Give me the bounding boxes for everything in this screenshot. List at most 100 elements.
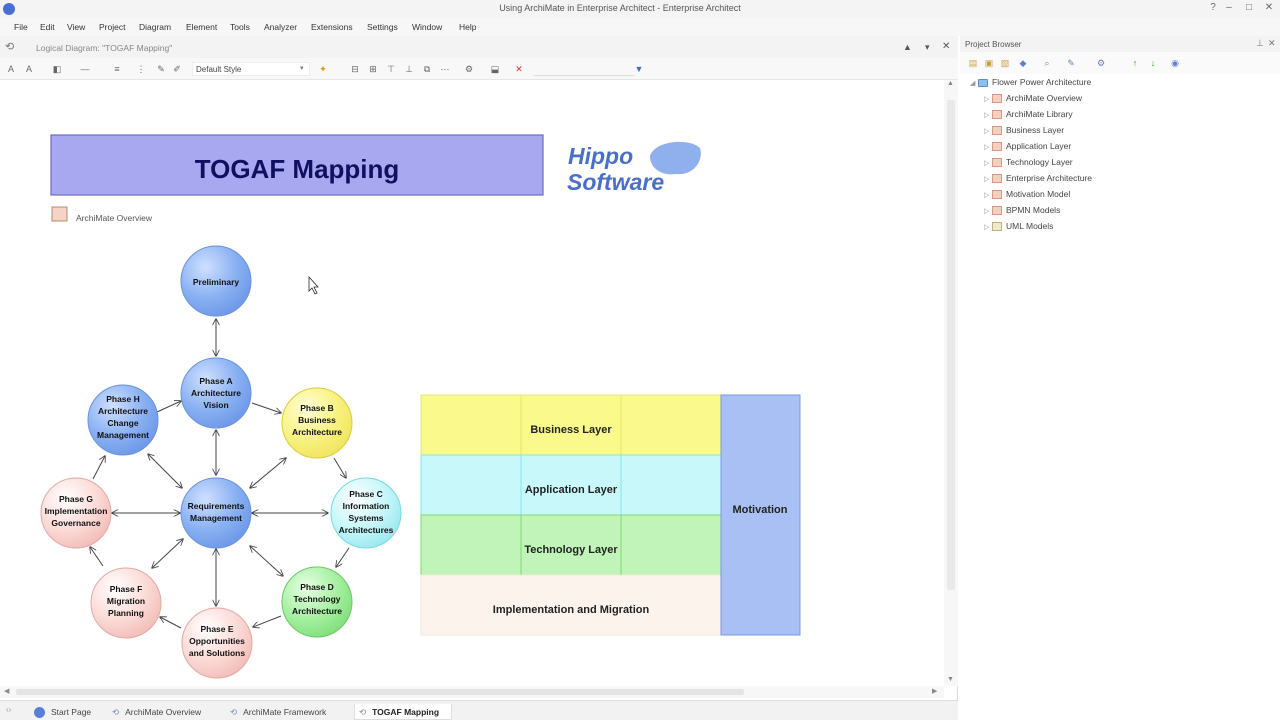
phase-a[interactable]: Phase A Architecture Vision [180, 357, 252, 429]
expand-icon[interactable]: ▷ [984, 224, 990, 231]
tree-item-enterprise-architecture[interactable]: ▷Enterprise Architecture [970, 170, 1270, 186]
tab-togaf-mapping[interactable]: ⟲TOGAF Mapping [354, 704, 452, 720]
help-icon[interactable]: ◉ [1171, 58, 1179, 68]
requirements-management[interactable]: Requirements Management [180, 477, 252, 549]
implementation-layer[interactable]: Implementation and Migration [420, 574, 722, 636]
tree-item-bpmn-models[interactable]: ▷BPMN Models [970, 202, 1270, 218]
new-model-icon[interactable]: ▤ [968, 58, 978, 68]
tree-item-archimate-library[interactable]: ▷ArchiMate Library [970, 106, 1270, 122]
style-select[interactable]: Default Style ▾ [192, 62, 310, 76]
phase-h[interactable]: Phase H Architecture Change Management [87, 384, 159, 456]
new-diagram-icon[interactable]: ▧ [1000, 58, 1010, 68]
phase-b[interactable]: Phase B Business Architecture [281, 387, 353, 459]
diagram-link-icon[interactable] [51, 206, 68, 222]
expand-icon[interactable]: ▷ [984, 112, 990, 119]
tree-item-motivation-model[interactable]: ▷Motivation Model [970, 186, 1270, 202]
menu-analyzer[interactable]: Analyzer [264, 22, 298, 32]
scroll-down-icon[interactable]: ▼ [947, 676, 954, 683]
expand-icon[interactable]: ▷ [984, 144, 990, 151]
layout-options-icon[interactable]: ⬓ [490, 64, 500, 74]
scroll-left-icon[interactable]: ◀ [4, 688, 10, 695]
phase-d[interactable]: Phase D Technology Architecture [281, 566, 353, 638]
move-up-icon[interactable]: ↑ [1132, 58, 1138, 68]
align-center-icon[interactable]: ⊞ [369, 64, 377, 74]
close-diagram-icon[interactable]: ✕ [942, 41, 951, 52]
options-icon[interactable]: ⚙ [1096, 58, 1106, 68]
menu-extensions[interactable]: Extensions [311, 22, 353, 32]
font-icon[interactable]: A [7, 64, 14, 74]
maximize-button[interactable]: □ [1245, 2, 1253, 13]
diagram-link-label[interactable]: ArchiMate Overview [76, 213, 153, 223]
phase-c[interactable]: Phase C Information Systems Architecture… [330, 477, 402, 549]
banner-box[interactable] [50, 134, 544, 196]
phase-e[interactable]: Phase E Opportunities and Solutions [181, 607, 253, 679]
menu-help[interactable]: Help [459, 22, 477, 32]
tree-item-archimate-overview[interactable]: ▷ArchiMate Overview [970, 90, 1270, 106]
line-color-icon[interactable]: — [80, 64, 90, 74]
scroll-right-icon[interactable]: ▶ [932, 688, 938, 695]
tab-archimate-framework[interactable]: ⟲ArchiMate Framework [230, 704, 348, 720]
move-down-icon[interactable]: ↓ [1150, 58, 1156, 68]
vertical-scrollbar[interactable]: ▲ ▼ [944, 80, 958, 686]
new-package-icon[interactable]: ▣ [984, 58, 994, 68]
help-icon[interactable]: ? [1210, 2, 1216, 13]
horizontal-scroll-thumb[interactable] [16, 689, 744, 695]
menu-project[interactable]: Project [99, 22, 126, 32]
align-top-icon[interactable]: ⊤ [387, 64, 395, 74]
technology-layer[interactable]: Technology Layer [420, 514, 722, 576]
layout-icon[interactable]: ⚙ [464, 64, 474, 74]
line-width-icon[interactable]: ≡ [114, 64, 120, 74]
line-style-icon[interactable]: ⋮ [136, 64, 146, 74]
align-bottom-icon[interactable]: ⊥ [405, 64, 413, 74]
scroll-up-icon[interactable]: ▲ [947, 80, 954, 87]
align-left-icon[interactable]: ⊟ [351, 64, 359, 74]
highlight-icon[interactable]: ✦ [319, 64, 327, 74]
eyedropper-icon[interactable]: ✐ [173, 64, 181, 74]
expand-icon[interactable]: ▷ [984, 160, 990, 167]
filter-icon[interactable]: ▼ [634, 64, 644, 74]
close-browser-icon[interactable]: ✕ [1268, 38, 1276, 48]
find-icon[interactable]: ⌕ [1044, 58, 1050, 68]
collapse-icon[interactable]: ◢ [970, 80, 976, 87]
dropdown-icon[interactable]: ▾ [925, 42, 930, 52]
space-evenly-icon[interactable]: ⋯ [440, 64, 450, 74]
menu-diagram[interactable]: Diagram [139, 22, 172, 32]
tree-item-business-layer[interactable]: ▷Business Layer [970, 122, 1270, 138]
pin-icon[interactable]: ⊥ [1256, 38, 1264, 48]
menu-settings[interactable]: Settings [367, 22, 398, 32]
tab-start-page[interactable]: Start Page [34, 704, 106, 720]
tab-scroll-icon[interactable]: ‹› [6, 705, 12, 714]
motivation-layer[interactable]: Motivation [720, 394, 801, 636]
tree-item-uml-models[interactable]: ▷UML Models [970, 218, 1270, 234]
menu-edit[interactable]: Edit [40, 22, 55, 32]
menu-file[interactable]: File [14, 22, 28, 32]
phase-g[interactable]: Phase G Implementation Governance [40, 477, 112, 549]
tab-archimate-overview[interactable]: ⟲ArchiMate Overview [112, 704, 224, 720]
expand-icon[interactable]: ▷ [984, 128, 990, 135]
expand-icon[interactable]: ▷ [984, 192, 990, 199]
close-button[interactable]: ✕ [1264, 2, 1274, 13]
menu-window[interactable]: Window [412, 22, 443, 32]
phase-preliminary[interactable]: Preliminary [180, 245, 252, 317]
application-layer[interactable]: Application Layer [420, 454, 722, 516]
tree-item-application-layer[interactable]: ▷Application Layer [970, 138, 1270, 154]
phase-f[interactable]: Phase F Migration Planning [90, 567, 162, 639]
business-layer[interactable]: Business Layer [420, 394, 722, 456]
menu-tools[interactable]: Tools [230, 22, 250, 32]
delete-icon[interactable]: ✕ [515, 64, 523, 74]
format-painter-icon[interactable]: ✎ [157, 64, 165, 74]
expand-icon[interactable]: ▷ [984, 176, 990, 183]
text-color-icon[interactable]: A [25, 64, 32, 74]
same-size-icon[interactable]: ⧉ [423, 64, 431, 74]
pin-icon[interactable]: ▲ [903, 42, 912, 52]
new-element-icon[interactable]: ◆ [1019, 58, 1027, 68]
vertical-scroll-thumb[interactable] [947, 100, 955, 590]
fill-color-icon[interactable]: ◧ [52, 64, 62, 74]
tree-item-technology-layer[interactable]: ▷Technology Layer [970, 154, 1270, 170]
menu-view[interactable]: View [67, 22, 86, 32]
expand-icon[interactable]: ▷ [984, 208, 990, 215]
filter-input[interactable] [534, 62, 634, 76]
expand-icon[interactable]: ▷ [984, 96, 990, 103]
minimize-button[interactable]: – [1226, 2, 1232, 13]
properties-icon[interactable]: ✎ [1067, 58, 1075, 68]
